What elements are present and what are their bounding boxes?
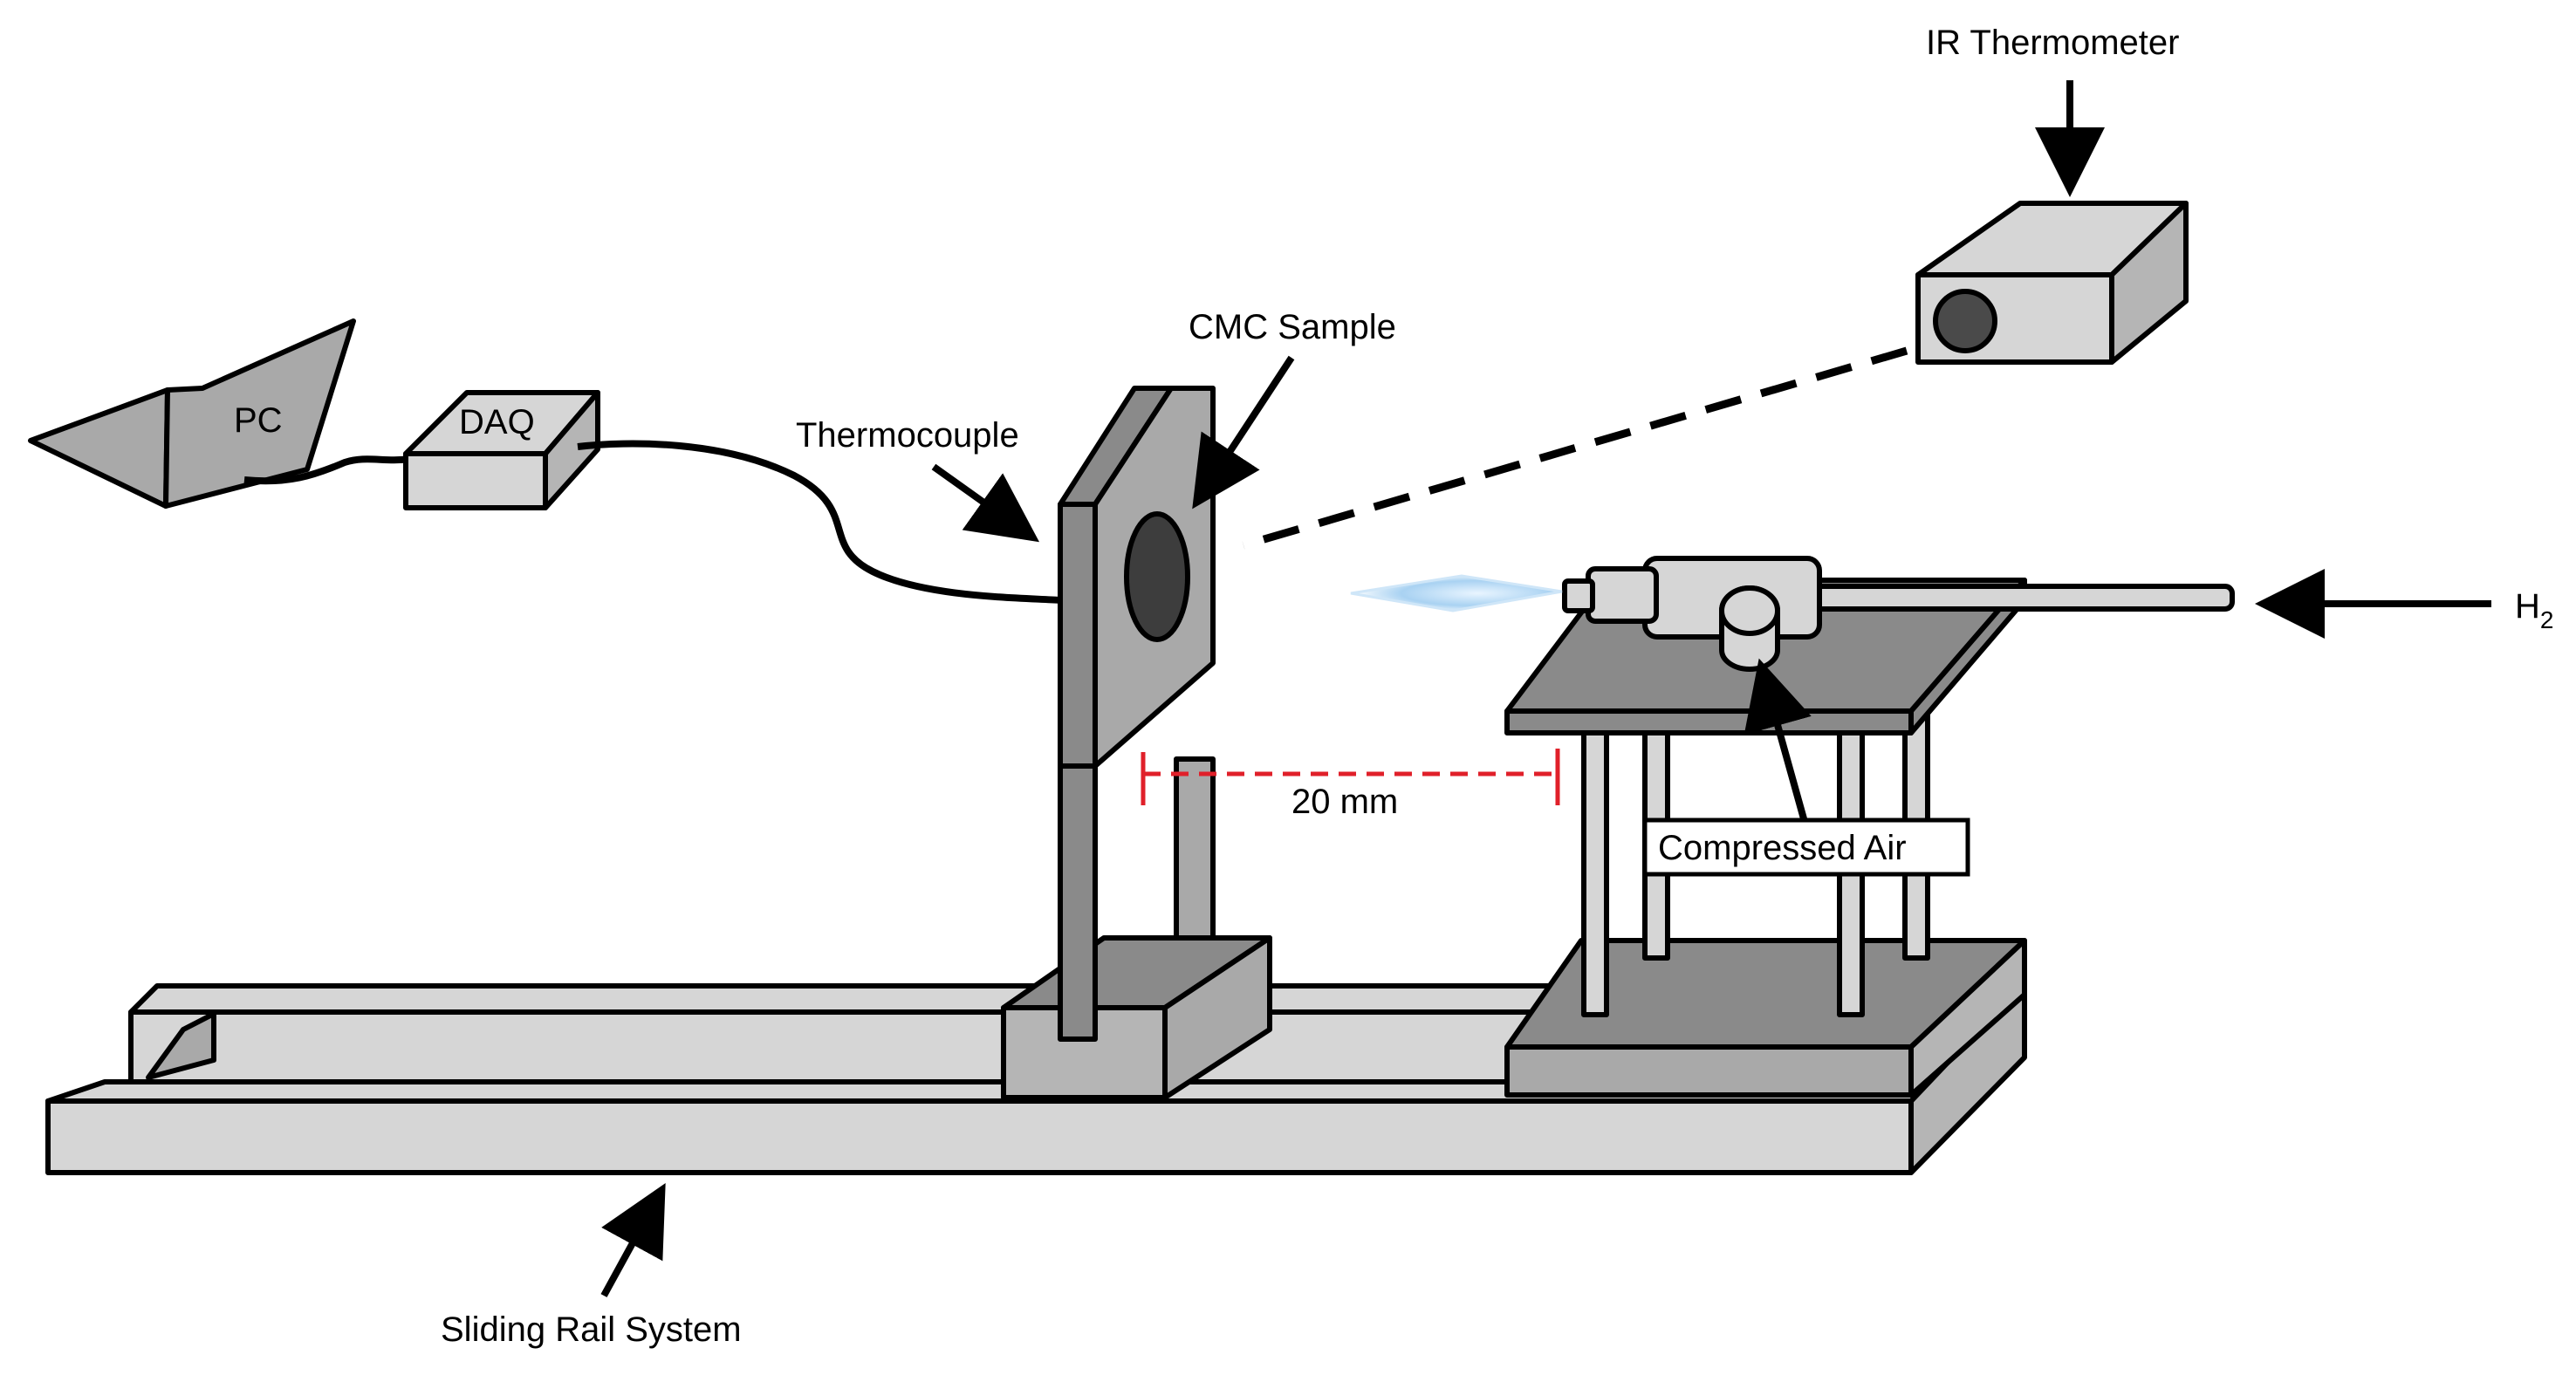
- h2-label: H2: [2515, 587, 2553, 633]
- arrows: [600, 80, 2491, 1297]
- distance-dimension: [1141, 749, 1560, 805]
- ir-beam-line: [1242, 346, 1908, 550]
- sample-holder: [1001, 386, 1272, 1100]
- pc-daq-cable: [243, 455, 411, 485]
- compressed-air-label: Compressed Air: [1658, 829, 1907, 867]
- h2-subscript: 2: [2540, 606, 2554, 633]
- sliding-rail-arrow: [600, 1182, 666, 1297]
- ir-lens: [1933, 289, 1997, 353]
- distance-label: 20 mm: [1291, 783, 1398, 821]
- ir-thermometer-label: IR Thermometer: [1926, 24, 2179, 62]
- compressed-air-box: [1642, 818, 1970, 877]
- flame: [1350, 574, 1563, 612]
- daq-label: DAQ: [459, 403, 535, 441]
- thermocouple-arrow: [931, 463, 1040, 543]
- cmc-sample-disc: [1124, 511, 1190, 642]
- daq: [403, 390, 600, 510]
- h2-base: H: [2515, 587, 2540, 626]
- thermocouple-wire: [577, 440, 1061, 604]
- cmc-sample-arrow: [1192, 355, 1295, 510]
- cmc-sample-label: CMC Sample: [1189, 308, 1396, 346]
- pc-label: PC: [234, 401, 283, 440]
- compressed-air-arrow: [1744, 658, 1812, 824]
- thermocouple-label: Thermocouple: [796, 416, 1019, 455]
- sliding-rail-label: Sliding Rail System: [441, 1310, 742, 1349]
- pc: [28, 318, 356, 509]
